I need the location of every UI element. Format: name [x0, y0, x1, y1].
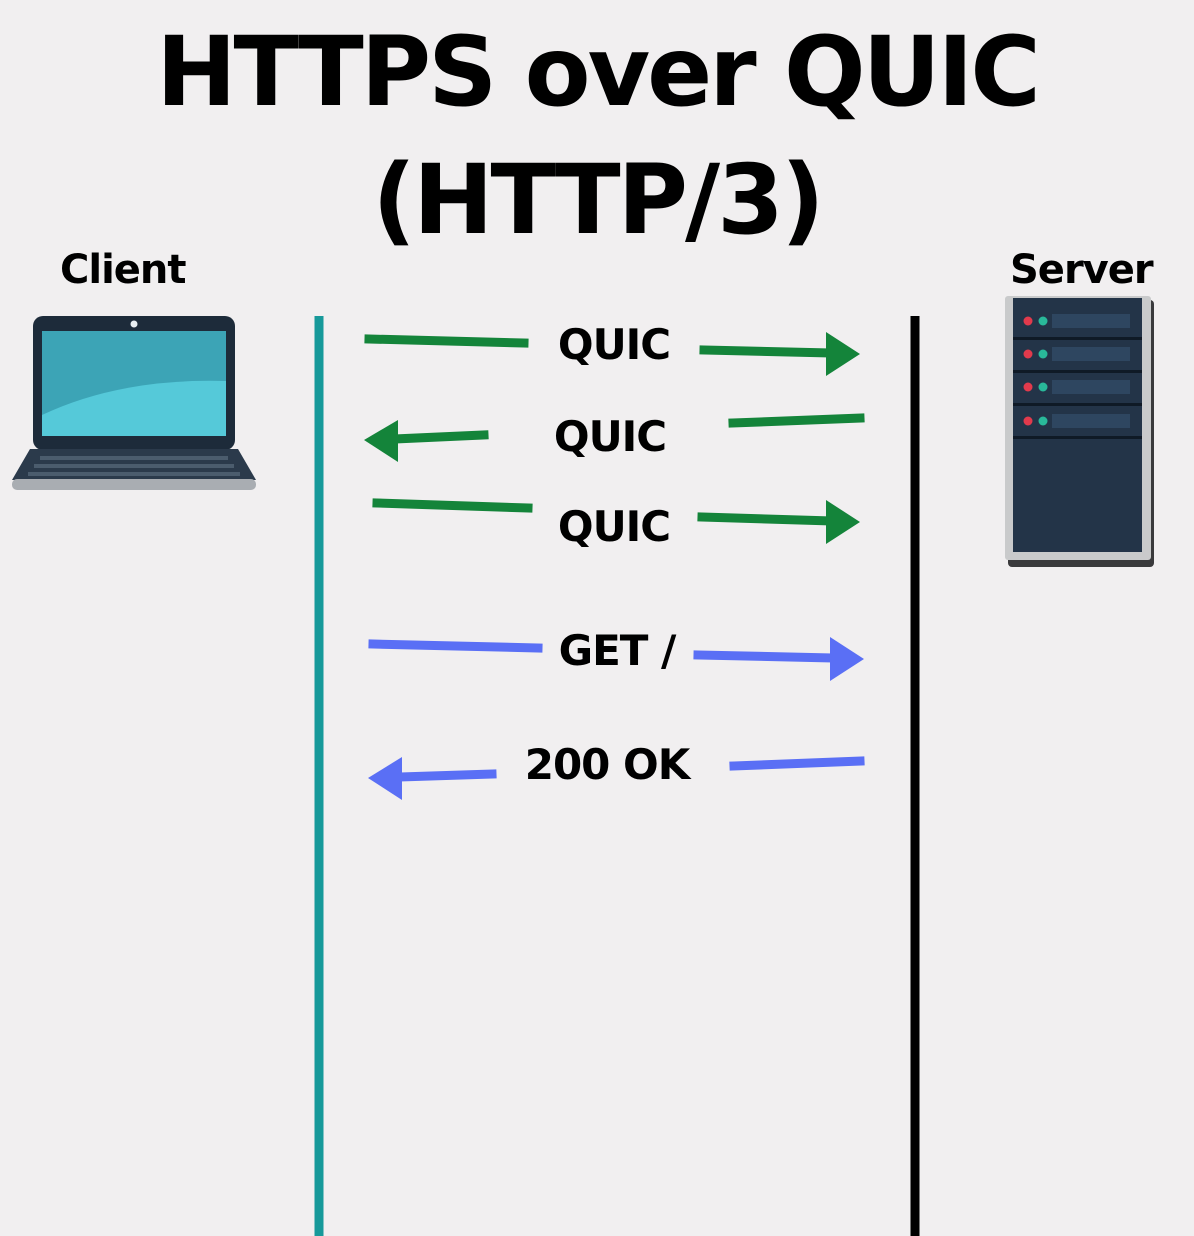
- message-1-shaft: [699, 345, 837, 358]
- page-subtitle: (HTTP/3): [372, 144, 824, 256]
- message-5-label: 200 OK: [525, 740, 692, 789]
- message-5-tail: [729, 756, 865, 771]
- message-3-label: QUIC: [558, 502, 670, 551]
- message-5: 200 OK: [368, 740, 865, 800]
- server-unit-1: [1013, 314, 1142, 340]
- page-title: HTTPS over QUIC: [156, 16, 1041, 128]
- server-unit-2: [1013, 347, 1142, 373]
- server-rack-icon: [1005, 296, 1154, 567]
- message-1-arrowhead: [826, 332, 860, 376]
- message-4-tail: [368, 639, 543, 653]
- message-3-shaft: [697, 512, 837, 526]
- message-4-shaft: [693, 650, 839, 663]
- message-2-label: QUIC: [554, 412, 666, 461]
- server-label: Server: [1010, 247, 1154, 293]
- message-5-arrowhead: [368, 757, 402, 800]
- message-4-label: GET /: [559, 626, 677, 675]
- message-3-arrowhead: [826, 500, 860, 544]
- laptop-icon: [12, 316, 256, 490]
- message-1: QUIC: [364, 320, 860, 376]
- message-2-arrowhead: [364, 420, 398, 462]
- message-5-shaft: [395, 769, 497, 782]
- message-2: QUIC: [364, 412, 865, 462]
- message-3-tail: [372, 498, 533, 513]
- server-unit-4: [1013, 414, 1142, 439]
- client-label: Client: [60, 247, 187, 293]
- message-1-label: QUIC: [558, 320, 670, 369]
- message-2-tail: [728, 413, 865, 428]
- server-unit-3: [1013, 380, 1142, 406]
- message-1-tail: [364, 334, 529, 348]
- message-4-arrowhead: [830, 637, 864, 681]
- message-2-shaft: [389, 430, 489, 444]
- message-4: GET /: [368, 626, 864, 681]
- message-3: QUIC: [372, 498, 860, 551]
